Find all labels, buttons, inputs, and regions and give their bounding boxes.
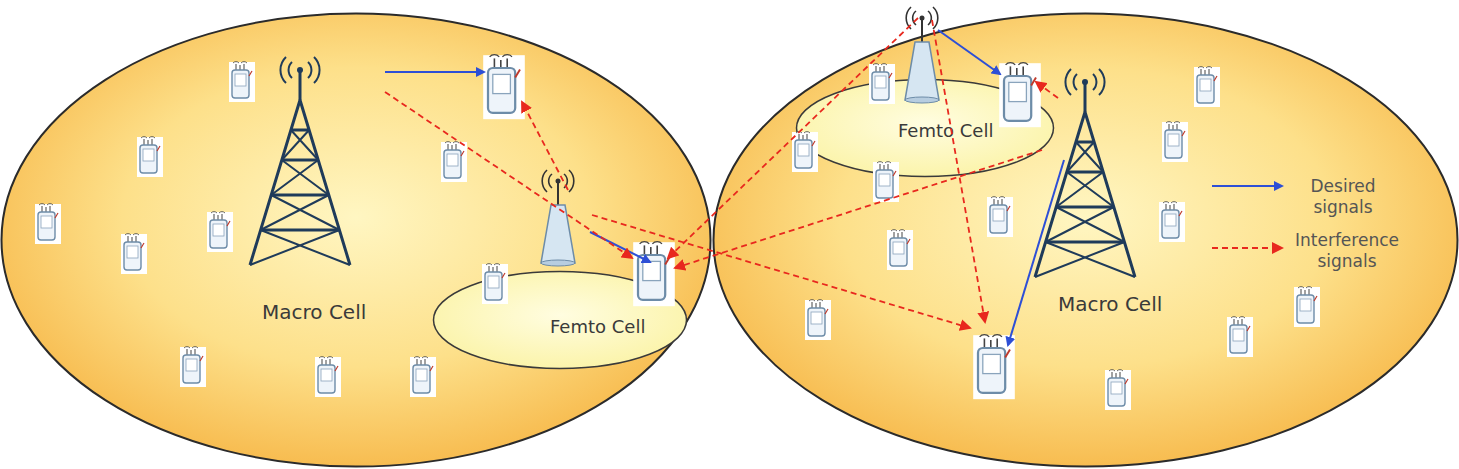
femto-cell: Femto Cell: [795, 78, 1055, 178]
cell-label: Femto Cell: [550, 316, 645, 337]
macro-cell-ellipse: [0, 12, 712, 468]
cell-label: Femto Cell: [898, 120, 993, 141]
cell-label: Macro Cell: [262, 300, 366, 324]
femto-cell: Femto Cell: [432, 270, 688, 370]
macro-cell: Macro CellFemto Cell: [0, 12, 712, 468]
legend-text: Desired signals: [1288, 176, 1398, 218]
cell-label: Macro Cell: [1058, 292, 1162, 316]
legend-text: Interference signals: [1292, 230, 1402, 272]
